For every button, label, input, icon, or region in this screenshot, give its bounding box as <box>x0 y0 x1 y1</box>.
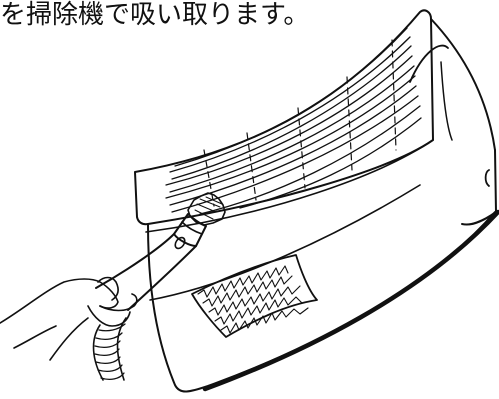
right-inner-line <box>440 61 453 141</box>
nozzle-button <box>174 236 186 250</box>
intake-grille <box>165 27 422 215</box>
vacuum-hose <box>92 317 127 381</box>
louver-fins <box>197 265 309 334</box>
bottom-edge <box>202 209 499 392</box>
hand-fingers <box>99 293 138 312</box>
wrist-cuff <box>13 325 57 349</box>
instruction-caption: を掃除機で吸い取ります。 <box>0 0 499 30</box>
top-contour <box>409 44 449 83</box>
right-side-panel <box>461 149 497 226</box>
louver-frame <box>191 254 318 338</box>
hose-outline-left <box>92 324 104 381</box>
instruction-caption-text: を掃除機で吸い取ります。 <box>0 0 310 30</box>
side-edge <box>430 18 496 151</box>
hand-palm <box>87 305 131 327</box>
wand-tube-lower <box>127 245 197 311</box>
vacuum-brush-nozzle <box>95 192 226 311</box>
hand-thumb <box>97 276 119 301</box>
panel-seam <box>145 139 434 233</box>
lower-front-curve <box>149 184 421 301</box>
right-notch <box>484 169 490 187</box>
grille-dividers <box>203 39 397 207</box>
bristle-strokes <box>194 196 223 220</box>
hand-outline <box>0 278 119 324</box>
wand-tube <box>95 233 175 289</box>
hand <box>0 276 138 361</box>
air-conditioner-unit <box>134 9 499 393</box>
air-outlet-louver <box>191 254 318 338</box>
nozzle-ring <box>181 221 203 235</box>
wrist-lower <box>49 317 89 361</box>
hose-ribs <box>94 323 126 380</box>
